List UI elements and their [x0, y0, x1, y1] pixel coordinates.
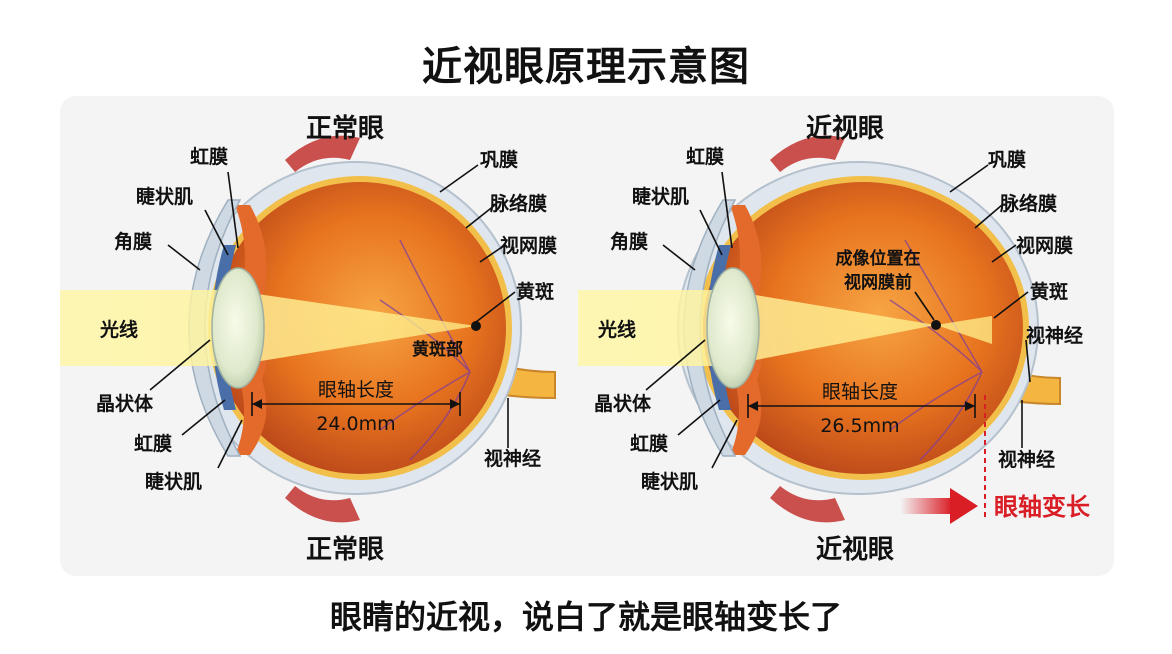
- label-sclera: 巩膜: [480, 148, 518, 171]
- label-optic-nerve-right: 视神经: [1026, 324, 1083, 347]
- normal-eye-top-title: 正常眼: [306, 114, 384, 144]
- normal-eye: [60, 135, 556, 523]
- axis-change-label: 眼轴变长: [994, 493, 1091, 521]
- cornea: [188, 199, 242, 457]
- light-beam: [60, 290, 476, 366]
- footer-caption: 眼睛的近视，说白了就是眼轴变长了: [329, 598, 842, 636]
- cornea: [683, 199, 737, 457]
- label-iris-bottom: 虹膜: [630, 432, 668, 455]
- lens: [706, 267, 760, 389]
- label-focus-line2: 视网膜前: [844, 272, 912, 293]
- label-ciliary-top: 睫状肌: [136, 185, 193, 208]
- normal-eye-bottom-title: 正常眼: [306, 535, 384, 565]
- eye-muscle-bottom: [285, 486, 360, 523]
- eye-muscle-bottom: [770, 486, 845, 523]
- retina-vessels: [379, 239, 471, 461]
- label-optic-nerve-bottom: 视神经: [998, 448, 1055, 471]
- arrow-right: [450, 399, 460, 409]
- label-optic-nerve: 视神经: [484, 447, 541, 470]
- label-macula-part: 黄斑部: [412, 339, 463, 360]
- label-sclera: 巩膜: [988, 148, 1026, 171]
- label-iris-top: 虹膜: [190, 145, 228, 168]
- label-retina: 视网膜: [1016, 234, 1073, 257]
- label-macula: 黄斑: [1030, 280, 1068, 303]
- axis-change-arrow-head: [950, 488, 978, 524]
- label-focus-line1: 成像位置在: [836, 248, 921, 269]
- label-macula: 黄斑: [516, 280, 554, 303]
- label-lens: 晶状体: [594, 392, 652, 415]
- myopic-eye-top-title: 近视眼: [806, 114, 884, 144]
- eye-muscle-top: [770, 135, 845, 172]
- eye-muscle-top: [285, 135, 360, 172]
- myopic-eye: [578, 135, 1061, 524]
- label-light: 光线: [597, 318, 636, 341]
- myopic-axis-value: 26.5mm: [820, 415, 899, 437]
- myopic-eye-bottom-title: 近视眼: [816, 535, 894, 565]
- label-iris-top: 虹膜: [686, 145, 724, 168]
- label-cornea: 角膜: [610, 230, 648, 253]
- arrow-left: [252, 399, 262, 409]
- normal-axis-value: 24.0mm: [316, 413, 395, 435]
- light-beam: [578, 290, 992, 366]
- arrow-left: [748, 401, 758, 411]
- axis-change-arrow-shaft: [900, 498, 952, 514]
- label-cornea: 角膜: [114, 230, 152, 253]
- retina-vessels: [889, 239, 983, 461]
- focus-point: [471, 321, 481, 331]
- label-choroid: 脉络膜: [999, 192, 1057, 215]
- normal-axis-label: 眼轴长度: [318, 379, 394, 401]
- label-choroid: 脉络膜: [489, 192, 547, 215]
- label-lens: 晶状体: [96, 392, 154, 415]
- lens: [211, 267, 265, 389]
- label-ciliary-bottom: 睫状肌: [641, 470, 698, 493]
- page-title: 近视眼原理示意图: [422, 44, 750, 90]
- label-iris-bottom: 虹膜: [134, 432, 172, 455]
- focus-point: [931, 320, 941, 330]
- myopic-axis-label: 眼轴长度: [822, 381, 898, 403]
- label-retina: 视网膜: [500, 234, 557, 257]
- label-ciliary-top: 睫状肌: [632, 185, 689, 208]
- label-ciliary-bottom: 睫状肌: [145, 470, 202, 493]
- label-light: 光线: [99, 318, 138, 341]
- arrow-right: [965, 401, 975, 411]
